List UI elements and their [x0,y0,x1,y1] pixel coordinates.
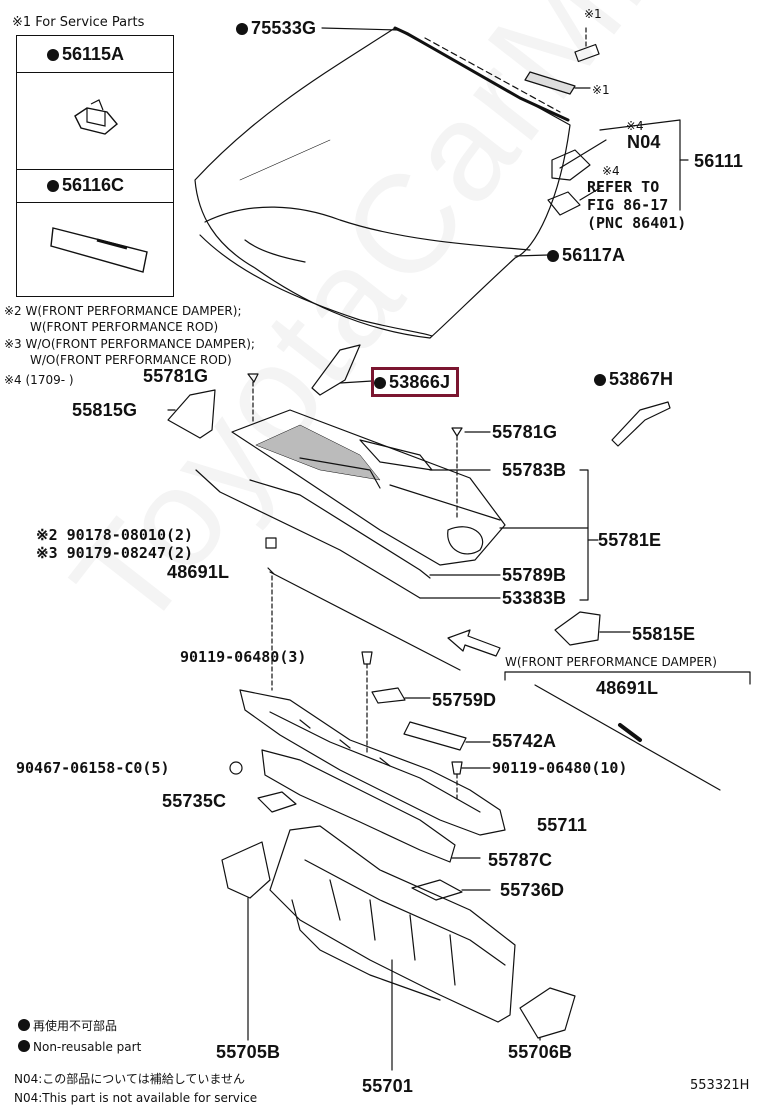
label-55711: 55711 [537,815,588,835]
footnote-3: ※3 W/O(FRONT PERFORMANCE DAMPER); [4,337,255,351]
label-55815G: 55815G [72,400,138,420]
label-55781E: 55781E [598,530,662,550]
highlight-53866J [371,367,459,397]
label-53383B: 53383B [502,588,567,608]
label-56117A: 56117A [547,245,625,265]
label-55706B: 55706B [508,1042,573,1062]
label-55736D: 55736D [500,880,565,900]
label-90119-10: 90119-06480(10) [492,759,628,777]
legend-nonreusable-jp: 再使用不可部品 [18,1018,117,1034]
label-55783B: 55783B [502,460,567,480]
label-56111: 56111 [694,151,744,171]
label-55735C: 55735C [162,791,227,811]
label-N04: N04 [627,132,661,152]
footnote-4: ※4 (1709- ) [4,373,74,387]
label-55781G-right: 55781G [492,422,558,442]
label-53867H: 53867H [594,369,673,389]
mark-1b: ※1 [592,83,610,97]
label-90179: ※3 90179-08247(2) [36,544,194,562]
label-55781G-left: 55781G [143,366,209,386]
label-90178: ※2 90178-08010(2) [36,526,194,544]
windshield-glass [194,26,571,339]
label-90119-3: 90119-06480(3) [180,648,307,666]
footnote-3b: W/O(FRONT PERFORMANCE ROD) [30,353,232,367]
cowl-inner-55787C [261,749,456,863]
mark-1a: ※1 [584,7,602,21]
label-55759D: 55759D [432,690,497,710]
label-90467: 90467-06158-C0(5) [16,759,170,777]
label-55789B: 55789B [502,565,567,585]
label-75533G: 75533G [236,18,316,38]
label-55701: 55701 [362,1076,414,1096]
damper-note: W(FRONT PERFORMANCE DAMPER) [505,655,717,669]
footnote-2: ※2 W(FRONT PERFORMANCE DAMPER); [4,304,242,318]
label-55787C: 55787C [488,850,553,870]
label-48691L-right: 48691L [596,678,659,698]
mark-4a: ※4 [626,119,644,133]
label-55742A: 55742A [492,731,557,751]
legend-n04-en: N04:This part is not available for servi… [14,1091,258,1105]
refer-line-1: REFER TO [587,178,660,196]
refer-line-3: (PNC 86401) [587,214,687,232]
service-parts-box: 56115A 56116C [16,35,174,297]
dash-panel-55701 [269,825,516,1023]
service-part-56115A: 56115A [47,44,124,65]
label-53866J: 53866J [374,372,450,392]
label-55705B: 55705B [216,1042,281,1062]
mark-4b: ※4 [602,164,620,178]
label-48691L-left: 48691L [167,562,230,582]
label-55815E: 55815E [632,624,696,644]
footnote-2b: W(FRONT PERFORMANCE ROD) [30,320,219,334]
legend-n04-jp: N04:この部品については補給していません [14,1072,245,1086]
seal-56116C-icon [50,227,148,273]
cowl-top-panel [231,409,506,566]
diagram-id: 553321H [690,1078,750,1093]
service-part-56116C: 56116C [47,175,124,196]
clip-56115A-icon [74,99,118,135]
legend-nonreusable-en: Non-reusable part [18,1039,141,1055]
refer-line-2: FIG 86-17 [587,196,669,214]
service-parts-title: ※1 For Service Parts [12,15,145,30]
cowl-panel-55711 [239,689,506,836]
